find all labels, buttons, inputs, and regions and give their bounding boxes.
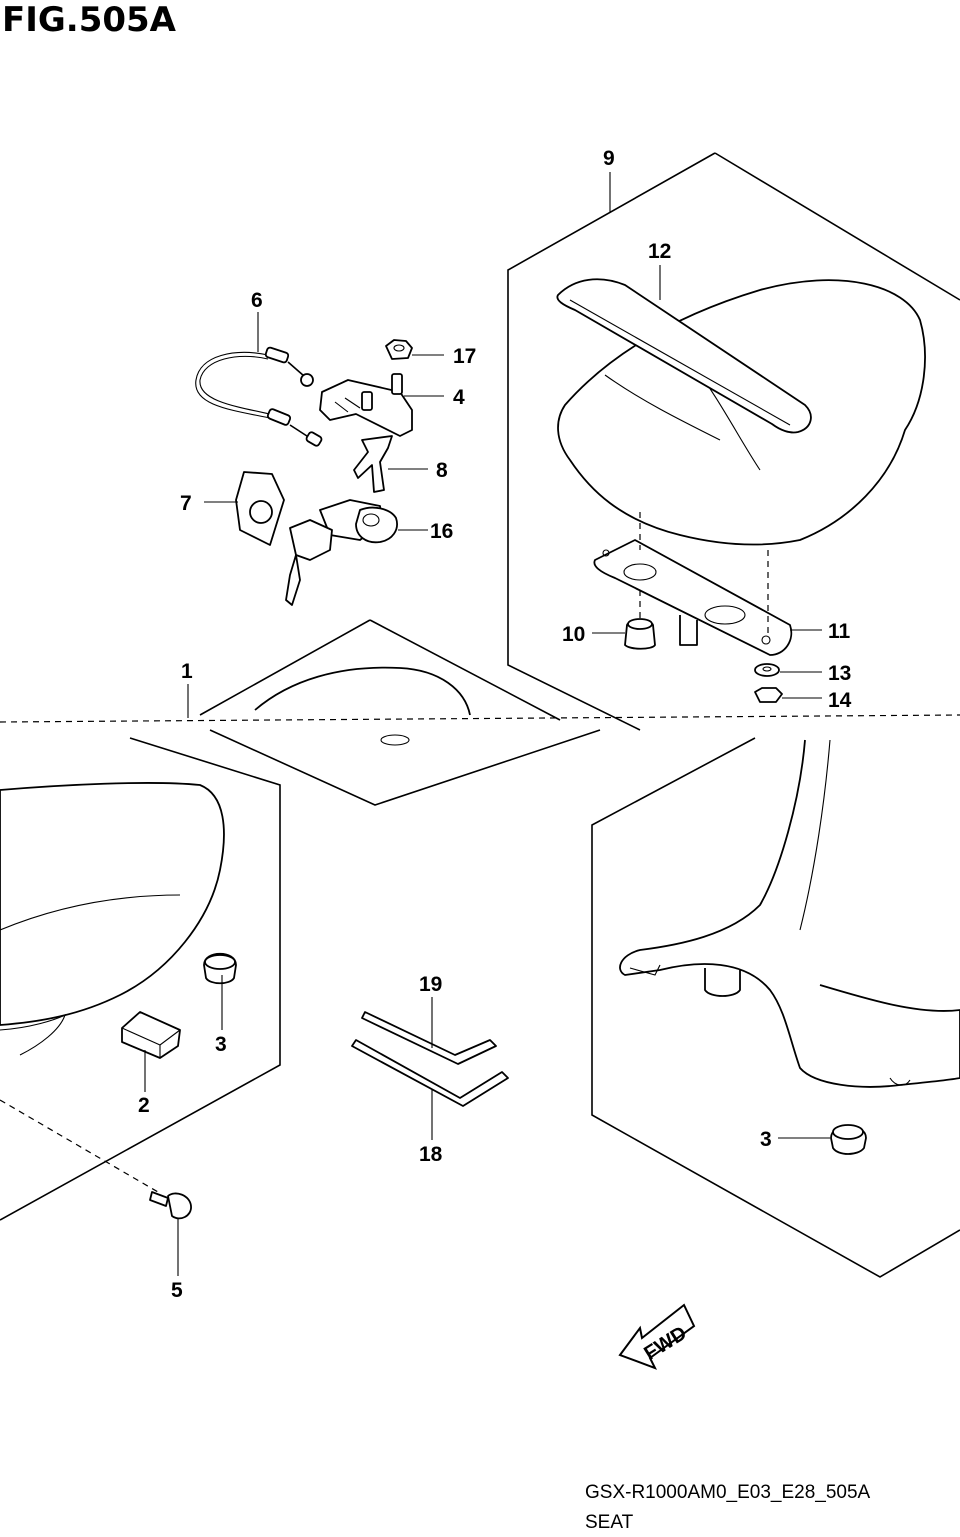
diagram-code: GSX-R1000AM0_E03_E28_505A bbox=[585, 1482, 871, 1503]
callout-17: 17 bbox=[453, 345, 476, 368]
lock-assembly-parts bbox=[195, 339, 413, 606]
diagram-caption: SEAT bbox=[585, 1512, 634, 1533]
hex-wrenches bbox=[351, 1011, 509, 1107]
right-seat-panel bbox=[591, 737, 960, 1278]
callout-7: 7 bbox=[180, 492, 192, 515]
section-break-line bbox=[0, 714, 960, 723]
callout-6: 6 bbox=[251, 289, 263, 312]
callout-labels: 9 12 6 17 4 8 8 7 16 10 11 13 14 1 3 2 1… bbox=[138, 147, 852, 1302]
callout-11: 11 bbox=[828, 620, 851, 643]
callout-16: 16 bbox=[430, 520, 453, 543]
front-seat-panel bbox=[0, 619, 601, 1221]
callout-3-left: 3 bbox=[215, 1033, 227, 1056]
callout-1: 1 bbox=[181, 660, 193, 683]
callout-19: 19 bbox=[419, 973, 442, 996]
callout-10: 10 bbox=[562, 623, 585, 646]
callout-12: 12 bbox=[648, 240, 671, 263]
callout-9: 9 bbox=[603, 147, 615, 170]
callout-4: 4 bbox=[453, 386, 465, 409]
leader-lines bbox=[144, 172, 830, 1276]
rear-seat-panel bbox=[507, 152, 960, 731]
callout-3-right: 3 bbox=[760, 1128, 772, 1151]
callout-18: 18 bbox=[419, 1143, 443, 1166]
callout-2: 2 bbox=[138, 1094, 150, 1117]
callout-13: 13 bbox=[828, 662, 851, 685]
forward-arrow-icon: FWD bbox=[618, 1303, 696, 1370]
figure-title: FIG.505A bbox=[2, 0, 176, 40]
callout-14: 14 bbox=[828, 689, 852, 712]
callout-8-label: 8 bbox=[436, 459, 448, 482]
callout-5: 5 bbox=[171, 1279, 183, 1302]
